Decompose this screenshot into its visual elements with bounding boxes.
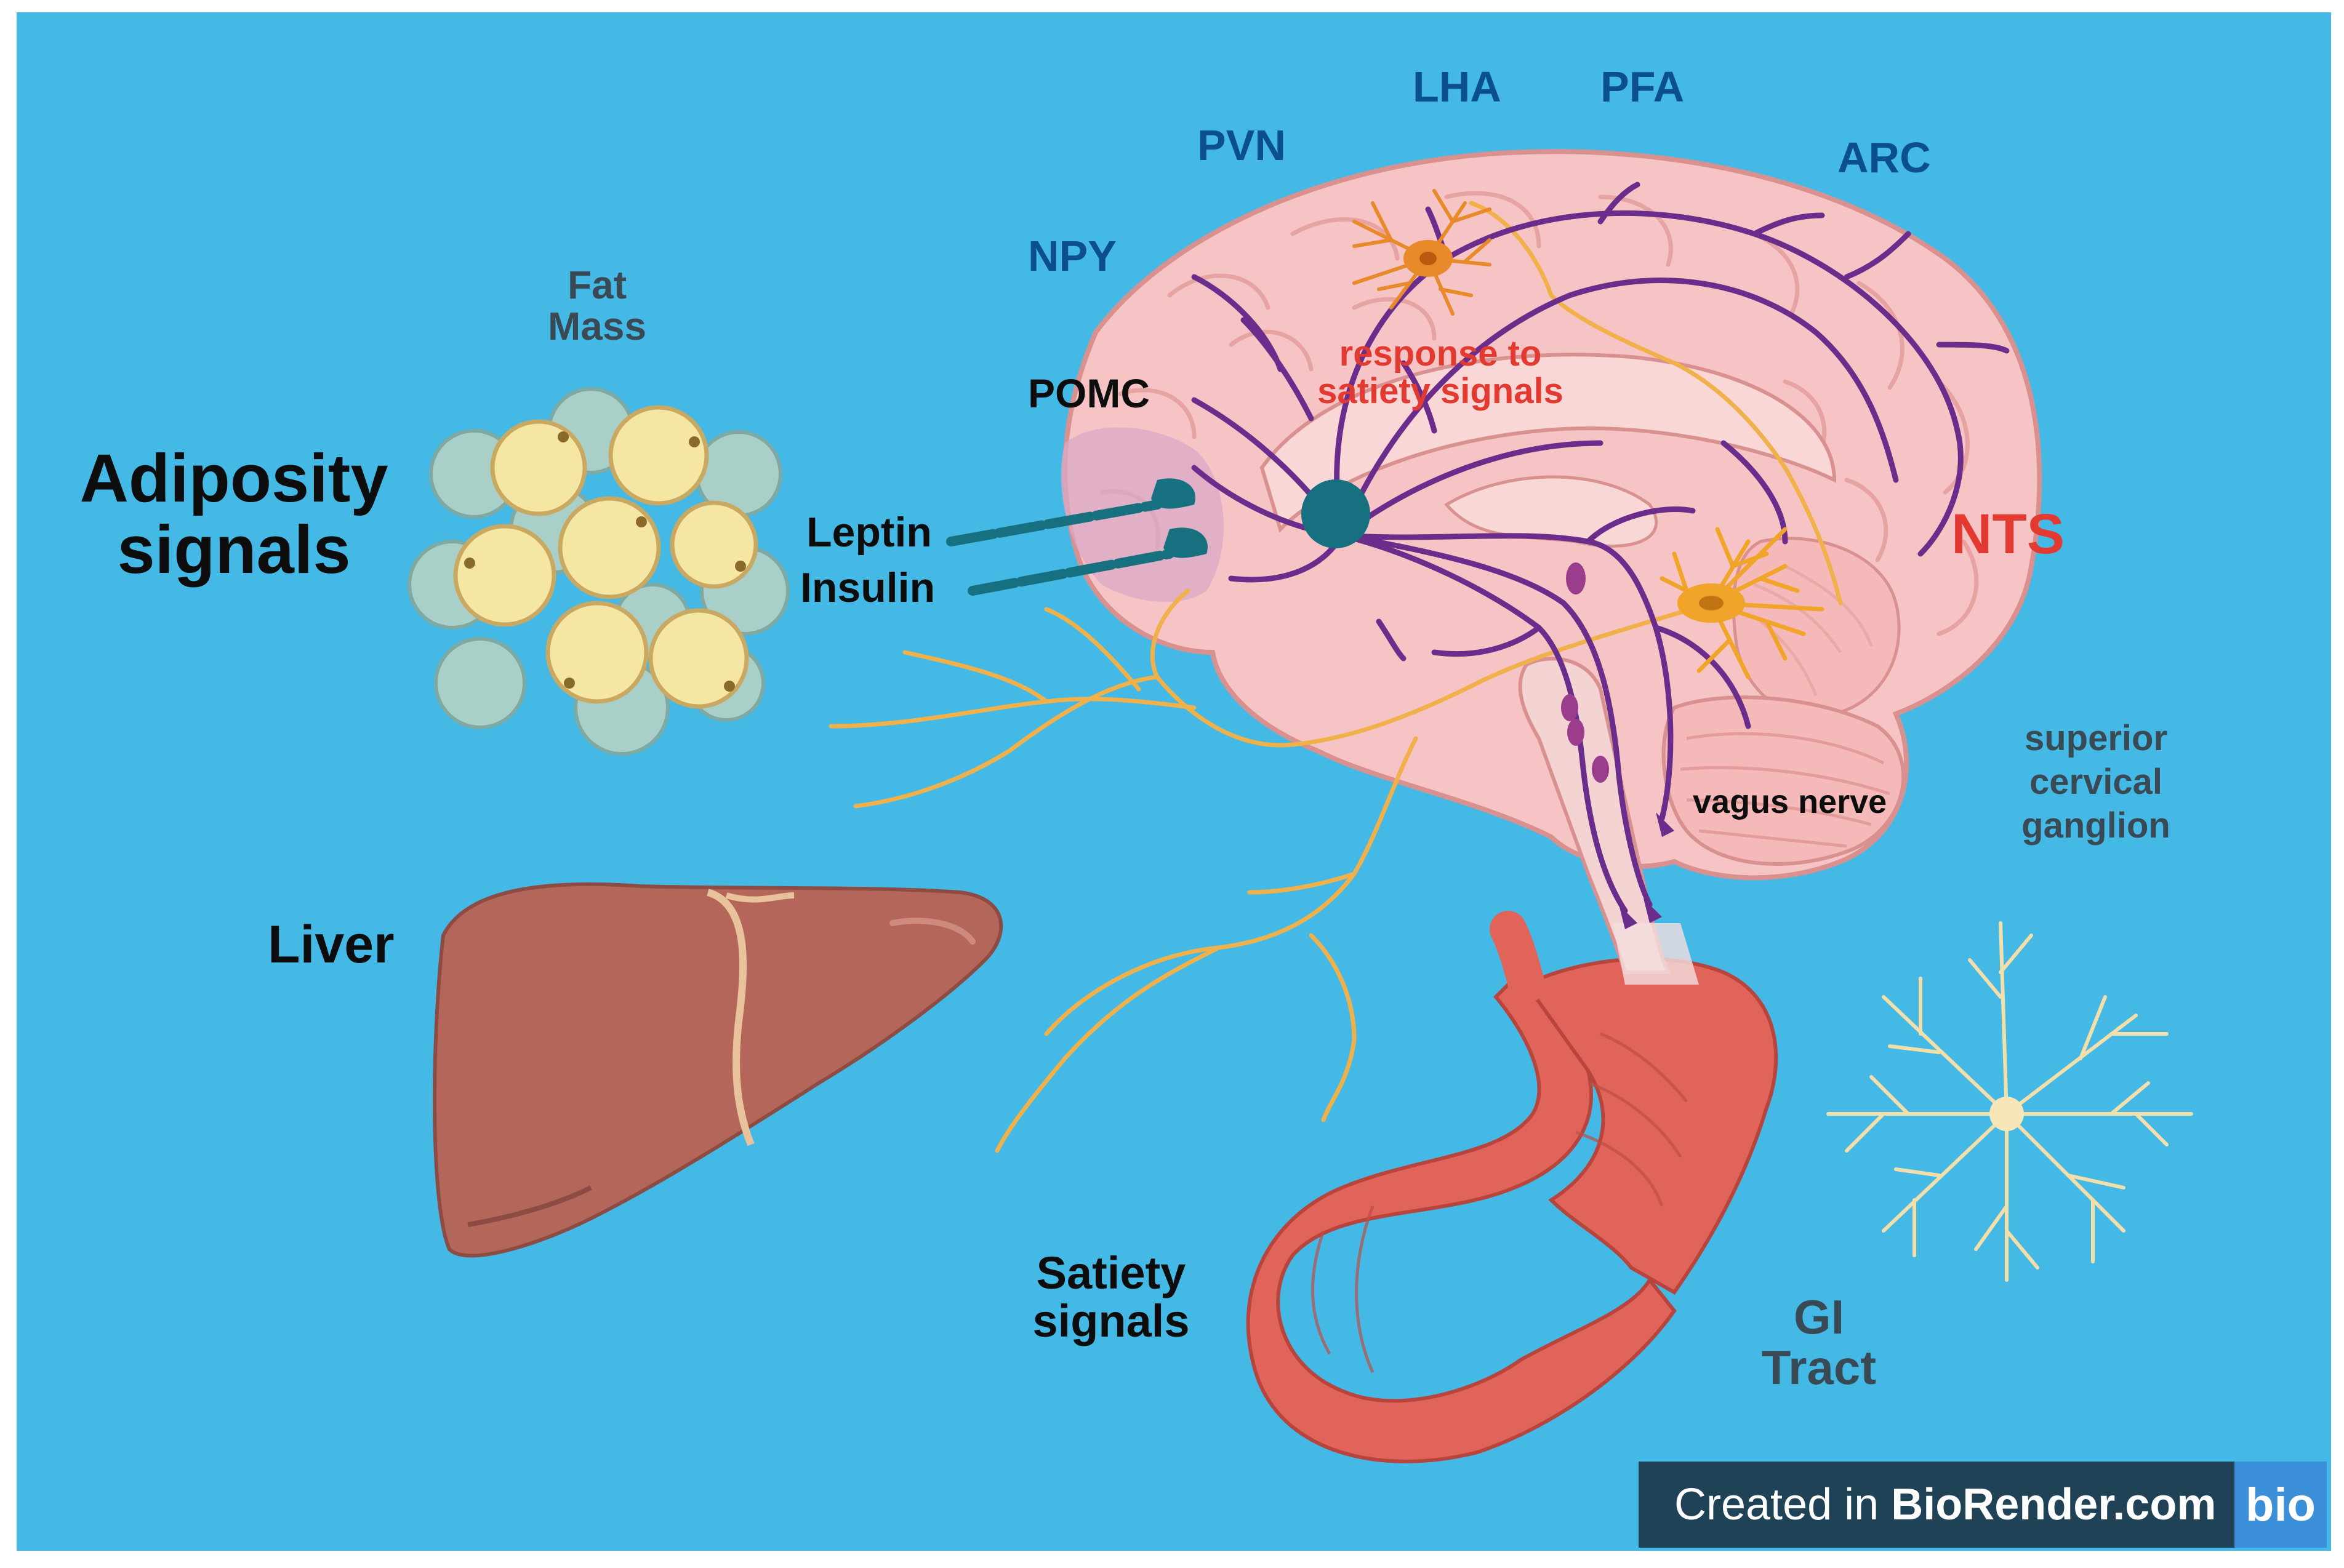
nts-label: NTS [1951,503,2065,566]
gi-tract-illustration [1246,911,1778,1463]
npy-label: NPY [1028,232,1117,280]
arc-label: ARC [1837,134,1931,182]
biorender-credit-text: Created in BioRender.com [1674,1480,2217,1529]
liver-label: Liver [268,915,395,974]
lha-label: LHA [1413,63,1501,111]
biorender-credit-badge[interactable]: Created in BioRender.com bio [1639,1462,2327,1548]
response-to-satiety-label: response to satiety signals [1317,334,1563,411]
nerve-fibers [829,201,1843,1153]
insulin-ligand [968,527,1208,596]
adiposity-signals-label: Adiposity signals [79,441,388,588]
brainstem-neuron [1660,527,1824,679]
pvn-label: PVN [1197,121,1286,169]
vagus-nerve-label: vagus nerve [1693,783,1887,820]
fat-mass-label: Fat Mass [547,263,647,349]
liver-illustration [433,882,1003,1258]
pomc-label: POMC [1028,370,1150,416]
ganglion-neuron-illustration [1826,921,2193,1282]
fat-cells-illustration [407,387,790,756]
hypothalamic-neuron [1352,189,1491,316]
ganglion-soma [1989,1097,2024,1131]
leptin-label: Leptin [806,509,932,556]
receptor-target [1301,479,1370,548]
leptin-ligand [946,478,1195,546]
biorender-logo-icon: bio [2234,1462,2327,1548]
neural-pathways [1191,182,2010,914]
gi-tract-label: GI Tract [1761,1290,1877,1394]
pathway-arrows [1619,812,1674,929]
satiety-signals-label: Satiety signals [1032,1247,1190,1346]
pfa-label: PFA [1600,63,1685,111]
insulin-label: Insulin [800,564,936,611]
superior-cervical-ganglion-label: superior cervical ganglion [2021,718,2170,846]
pathway-nodes [1561,562,1609,783]
brain-illustration [1061,149,2042,985]
